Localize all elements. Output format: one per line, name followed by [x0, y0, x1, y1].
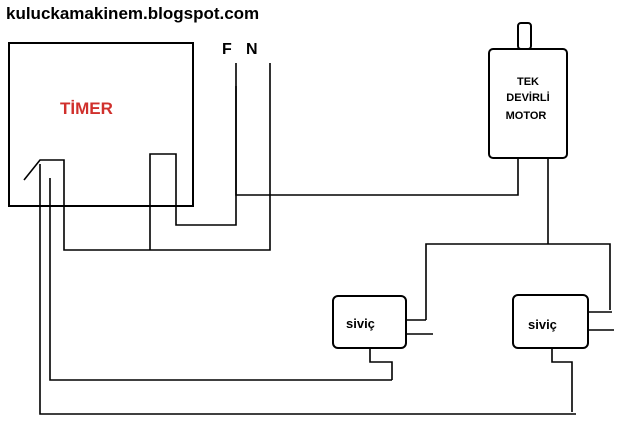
switch-bus: [425, 243, 611, 320]
timer-neutral-loop: [149, 63, 237, 250]
switch1-bottom: [369, 348, 393, 380]
switch-label-1: siviç: [346, 316, 375, 331]
neutral-label: N: [246, 41, 258, 58]
return-wire-1: [49, 178, 392, 381]
switch-label-2: siviç: [528, 317, 557, 332]
wires: [23, 63, 614, 415]
motor-label-line1: TEK: [517, 76, 539, 88]
motor-label-line3: MOTOR: [506, 110, 547, 122]
return-wire-2: [39, 164, 576, 415]
timer-contact: [23, 63, 271, 251]
switch2-bottom: [551, 348, 573, 412]
motor-shaft: [517, 22, 532, 50]
timer-label: TİMER: [60, 99, 113, 118]
switch-box-2: [512, 294, 589, 349]
blog-url: kuluckamakinem.blogspot.com: [6, 4, 260, 23]
motor-label-line2: DEVİRLİ: [506, 91, 549, 104]
phase-to-motor-wire: [235, 86, 519, 196]
phase-label: F: [222, 41, 232, 58]
motor-box: [488, 48, 568, 159]
timer-box: [8, 42, 194, 207]
